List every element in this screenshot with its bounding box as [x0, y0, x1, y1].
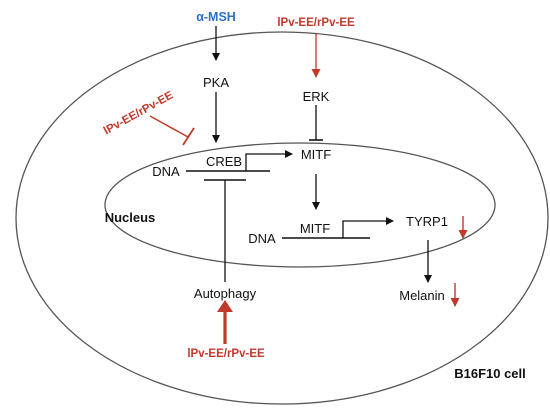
treatment-inhibits-creb-line — [149, 115, 189, 138]
nucleus-membrane — [104, 142, 496, 268]
pka-label: PKA — [203, 75, 229, 90]
dna-label-mitf: DNA — [248, 231, 276, 246]
mitf-label-top: MITF — [301, 147, 331, 162]
tyrp1-label: TYRP1 — [406, 214, 448, 229]
cell-label: B16F10 cell — [454, 366, 526, 381]
treatment-label-top: lPv-EE/rPv-EE — [277, 17, 355, 29]
cell-membrane — [15, 31, 549, 405]
creb-to-mitf-arrow — [245, 150, 293, 171]
dna-label-creb: DNA — [152, 164, 180, 179]
mitf-label-nuclear: MITF — [300, 221, 330, 236]
treatment-label-left: lPv-EE/rPv-EE — [102, 89, 176, 137]
melanin-label: Melanin — [399, 288, 445, 303]
erk-label: ERK — [303, 89, 330, 104]
autophagy-label: Autophagy — [194, 286, 257, 301]
treatment-to-autophagy-arrowhead — [217, 300, 233, 312]
treatment-inhibit-bar — [182, 127, 195, 146]
creb-label: CREB — [206, 154, 242, 169]
treatment-label-bottom: lPv-EE/rPv-EE — [187, 348, 265, 360]
nucleus-label: Nucleus — [105, 210, 156, 225]
mitf-to-tyrp1-arrow — [342, 217, 394, 238]
alpha-msh-label: α-MSH — [196, 10, 236, 24]
